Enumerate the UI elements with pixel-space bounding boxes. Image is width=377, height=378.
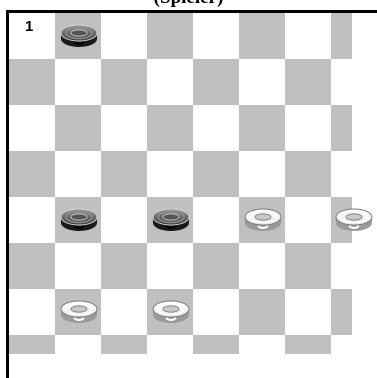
board-square-r6-c5[interactable] xyxy=(193,243,239,289)
board-square-r1-c6[interactable] xyxy=(239,13,285,59)
board-square-r1-c8[interactable] xyxy=(331,13,352,59)
board-square-r8-c2[interactable] xyxy=(55,335,101,354)
board-square-r7-c6[interactable] xyxy=(239,289,285,335)
white-checker-piece[interactable] xyxy=(59,298,101,326)
board-square-r5-c2[interactable] xyxy=(55,197,101,243)
checker-piece-icon xyxy=(243,206,285,234)
board-square-r1-c2[interactable] xyxy=(55,13,101,59)
board-square-r6-c6[interactable] xyxy=(239,243,285,289)
window-title: (Spieler) xyxy=(0,0,377,10)
board-square-r6-c3[interactable] xyxy=(101,243,147,289)
checkers-board[interactable]: 1 xyxy=(6,10,377,378)
board-square-r4-c1[interactable] xyxy=(9,151,55,197)
checker-piece-icon xyxy=(59,298,101,326)
title-text: (Spieler) xyxy=(0,0,377,9)
board-square-r1-c3[interactable] xyxy=(101,13,147,59)
board-square-r5-c5[interactable] xyxy=(193,197,239,243)
board-square-r2-c4[interactable] xyxy=(147,59,193,105)
board-square-r7-c5[interactable] xyxy=(193,289,239,335)
board-square-r7-c7[interactable] xyxy=(285,289,331,335)
board-square-r8-c1[interactable] xyxy=(9,335,55,354)
board-square-r4-c5[interactable] xyxy=(193,151,239,197)
board-square-r7-c4[interactable] xyxy=(147,289,193,335)
board-square-r3-c4[interactable] xyxy=(147,105,193,151)
board-square-r3-c8[interactable] xyxy=(331,105,352,151)
board-square-r7-c2[interactable] xyxy=(55,289,101,335)
checker-piece-icon xyxy=(59,22,101,50)
checker-piece-icon xyxy=(59,206,101,234)
board-square-r7-c1[interactable] xyxy=(9,289,55,335)
board-square-r2-c8[interactable] xyxy=(331,59,352,105)
board-square-r6-c4[interactable] xyxy=(147,243,193,289)
board-square-r5-c7[interactable] xyxy=(285,197,331,243)
board-square-r5-c8[interactable] xyxy=(331,197,352,243)
white-checker-piece[interactable] xyxy=(334,206,376,234)
checker-piece-icon xyxy=(151,298,193,326)
black-checker-piece[interactable] xyxy=(151,206,193,234)
board-square-r2-c7[interactable] xyxy=(285,59,331,105)
black-checker-piece[interactable] xyxy=(59,22,101,50)
white-checker-piece[interactable] xyxy=(243,206,285,234)
board-square-r3-c1[interactable] xyxy=(9,105,55,151)
board-square-r6-c8[interactable] xyxy=(331,243,352,289)
board-square-r8-c7[interactable] xyxy=(285,335,331,354)
board-square-r1-c5[interactable] xyxy=(193,13,239,59)
board-square-r3-c3[interactable] xyxy=(101,105,147,151)
checker-piece-icon xyxy=(334,206,376,234)
row-number-label: 1 xyxy=(25,18,33,36)
board-square-r8-c6[interactable] xyxy=(239,335,285,354)
board-square-r8-c8[interactable] xyxy=(331,335,352,354)
board-square-r5-c3[interactable] xyxy=(101,197,147,243)
board-square-r5-c6[interactable] xyxy=(239,197,285,243)
board-square-r6-c7[interactable] xyxy=(285,243,331,289)
board-square-r4-c4[interactable] xyxy=(147,151,193,197)
board-square-r6-c1[interactable] xyxy=(9,243,55,289)
board-square-r2-c2[interactable] xyxy=(55,59,101,105)
board-square-r2-c1[interactable] xyxy=(9,59,55,105)
board-square-r7-c8[interactable] xyxy=(331,289,352,335)
board-square-r1-c4[interactable] xyxy=(147,13,193,59)
board-square-r4-c2[interactable] xyxy=(55,151,101,197)
board-square-r5-c1[interactable] xyxy=(9,197,55,243)
board-square-r4-c7[interactable] xyxy=(285,151,331,197)
board-square-r4-c6[interactable] xyxy=(239,151,285,197)
board-square-r8-c5[interactable] xyxy=(193,335,239,354)
board-square-r2-c5[interactable] xyxy=(193,59,239,105)
board-square-r7-c3[interactable] xyxy=(101,289,147,335)
board-square-r3-c2[interactable] xyxy=(55,105,101,151)
board-square-r1-c7[interactable] xyxy=(285,13,331,59)
board-square-r1-c1[interactable]: 1 xyxy=(9,13,55,59)
board-square-r8-c4[interactable] xyxy=(147,335,193,354)
board-square-r5-c4[interactable] xyxy=(147,197,193,243)
board-square-r3-c6[interactable] xyxy=(239,105,285,151)
board-square-r4-c8[interactable] xyxy=(331,151,352,197)
checker-piece-icon xyxy=(151,206,193,234)
board-square-r3-c5[interactable] xyxy=(193,105,239,151)
board-square-r2-c6[interactable] xyxy=(239,59,285,105)
board-square-r2-c3[interactable] xyxy=(101,59,147,105)
board-square-r4-c3[interactable] xyxy=(101,151,147,197)
white-checker-piece[interactable] xyxy=(151,298,193,326)
board-square-r3-c7[interactable] xyxy=(285,105,331,151)
board-square-r6-c2[interactable] xyxy=(55,243,101,289)
board-square-r8-c3[interactable] xyxy=(101,335,147,354)
black-checker-piece[interactable] xyxy=(59,206,101,234)
